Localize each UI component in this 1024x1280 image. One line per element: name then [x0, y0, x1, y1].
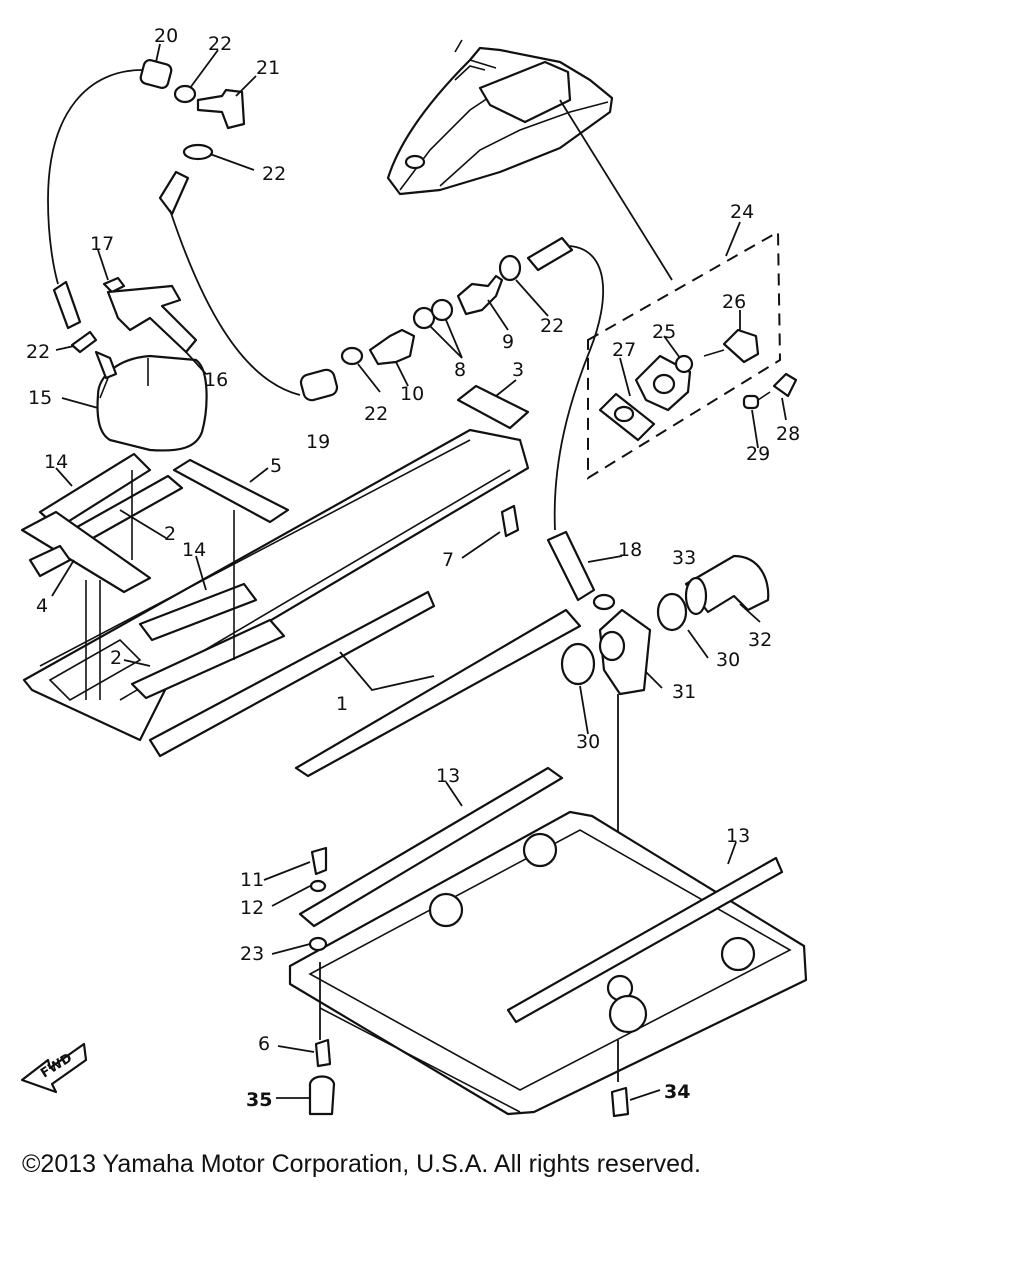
callout-22: 22: [208, 33, 232, 55]
callout-12: 12: [240, 897, 264, 919]
callout-33: 33: [672, 547, 696, 569]
callout-17: 17: [90, 233, 114, 255]
leader-lines: [51, 43, 787, 1101]
callout-34: 34: [664, 1081, 690, 1103]
fasteners: [308, 846, 630, 1118]
callout-22: 22: [364, 403, 388, 425]
callout-11: 11: [240, 869, 264, 891]
callout-2: 2: [110, 647, 122, 669]
callout-19: 19: [306, 431, 330, 453]
callout-labels: 20 22 21 22 17 22 16 15 19 22 10 8 9 22 …: [26, 25, 800, 1111]
callout-10: 10: [400, 383, 424, 405]
base-frame: [288, 766, 808, 1116]
callout-35: 35: [246, 1089, 272, 1111]
callout-2: 2: [164, 523, 176, 545]
callout-5: 5: [270, 455, 282, 477]
callout-21: 21: [256, 57, 280, 79]
callout-32: 32: [748, 629, 772, 651]
callout-15: 15: [28, 387, 52, 409]
callout-6: 6: [258, 1033, 270, 1055]
callout-8: 8: [454, 359, 466, 381]
callout-14: 14: [44, 451, 68, 473]
callout-25: 25: [652, 321, 676, 343]
callout-24: 24: [730, 201, 754, 223]
fwd-arrow-icon: FWD: [20, 1042, 88, 1094]
strip-1-leader: [339, 651, 435, 691]
deck-frame: [20, 428, 530, 758]
callout-22: 22: [26, 341, 50, 363]
hose-assembly: [47, 59, 604, 602]
callout-31: 31: [672, 681, 696, 703]
callout-1: 1: [336, 693, 348, 715]
tank-and-bracket: [94, 276, 208, 452]
callout-9: 9: [502, 331, 514, 353]
hull-cable: [559, 99, 673, 281]
callout-30: 30: [716, 649, 740, 671]
watercraft-hull: [386, 39, 614, 196]
callout-14: 14: [182, 539, 206, 561]
copyright-notice: ©2013 Yamaha Motor Corporation, U.S.A. A…: [22, 1150, 701, 1178]
callout-4: 4: [36, 595, 48, 617]
plate-3: [456, 384, 530, 430]
callout-16: 16: [204, 369, 228, 391]
callout-29: 29: [746, 443, 770, 465]
switch-box-group: [587, 230, 798, 480]
callout-18: 18: [618, 539, 642, 561]
callout-7: 7: [442, 549, 454, 571]
parts-diagram: FWD: [20, 25, 808, 1118]
callout-23: 23: [240, 943, 264, 965]
callout-20: 20: [154, 25, 178, 47]
callout-22: 22: [262, 163, 286, 185]
callout-30: 30: [576, 731, 600, 753]
callout-13: 13: [436, 765, 460, 787]
strip-1: [294, 608, 582, 778]
callout-27: 27: [612, 339, 636, 361]
bolt-7: [500, 504, 520, 538]
callout-3: 3: [512, 359, 524, 381]
callout-22: 22: [540, 315, 564, 337]
callout-13: 13: [726, 825, 750, 847]
callout-28: 28: [776, 423, 800, 445]
outlet-assembly: [560, 554, 770, 926]
callout-26: 26: [722, 291, 746, 313]
